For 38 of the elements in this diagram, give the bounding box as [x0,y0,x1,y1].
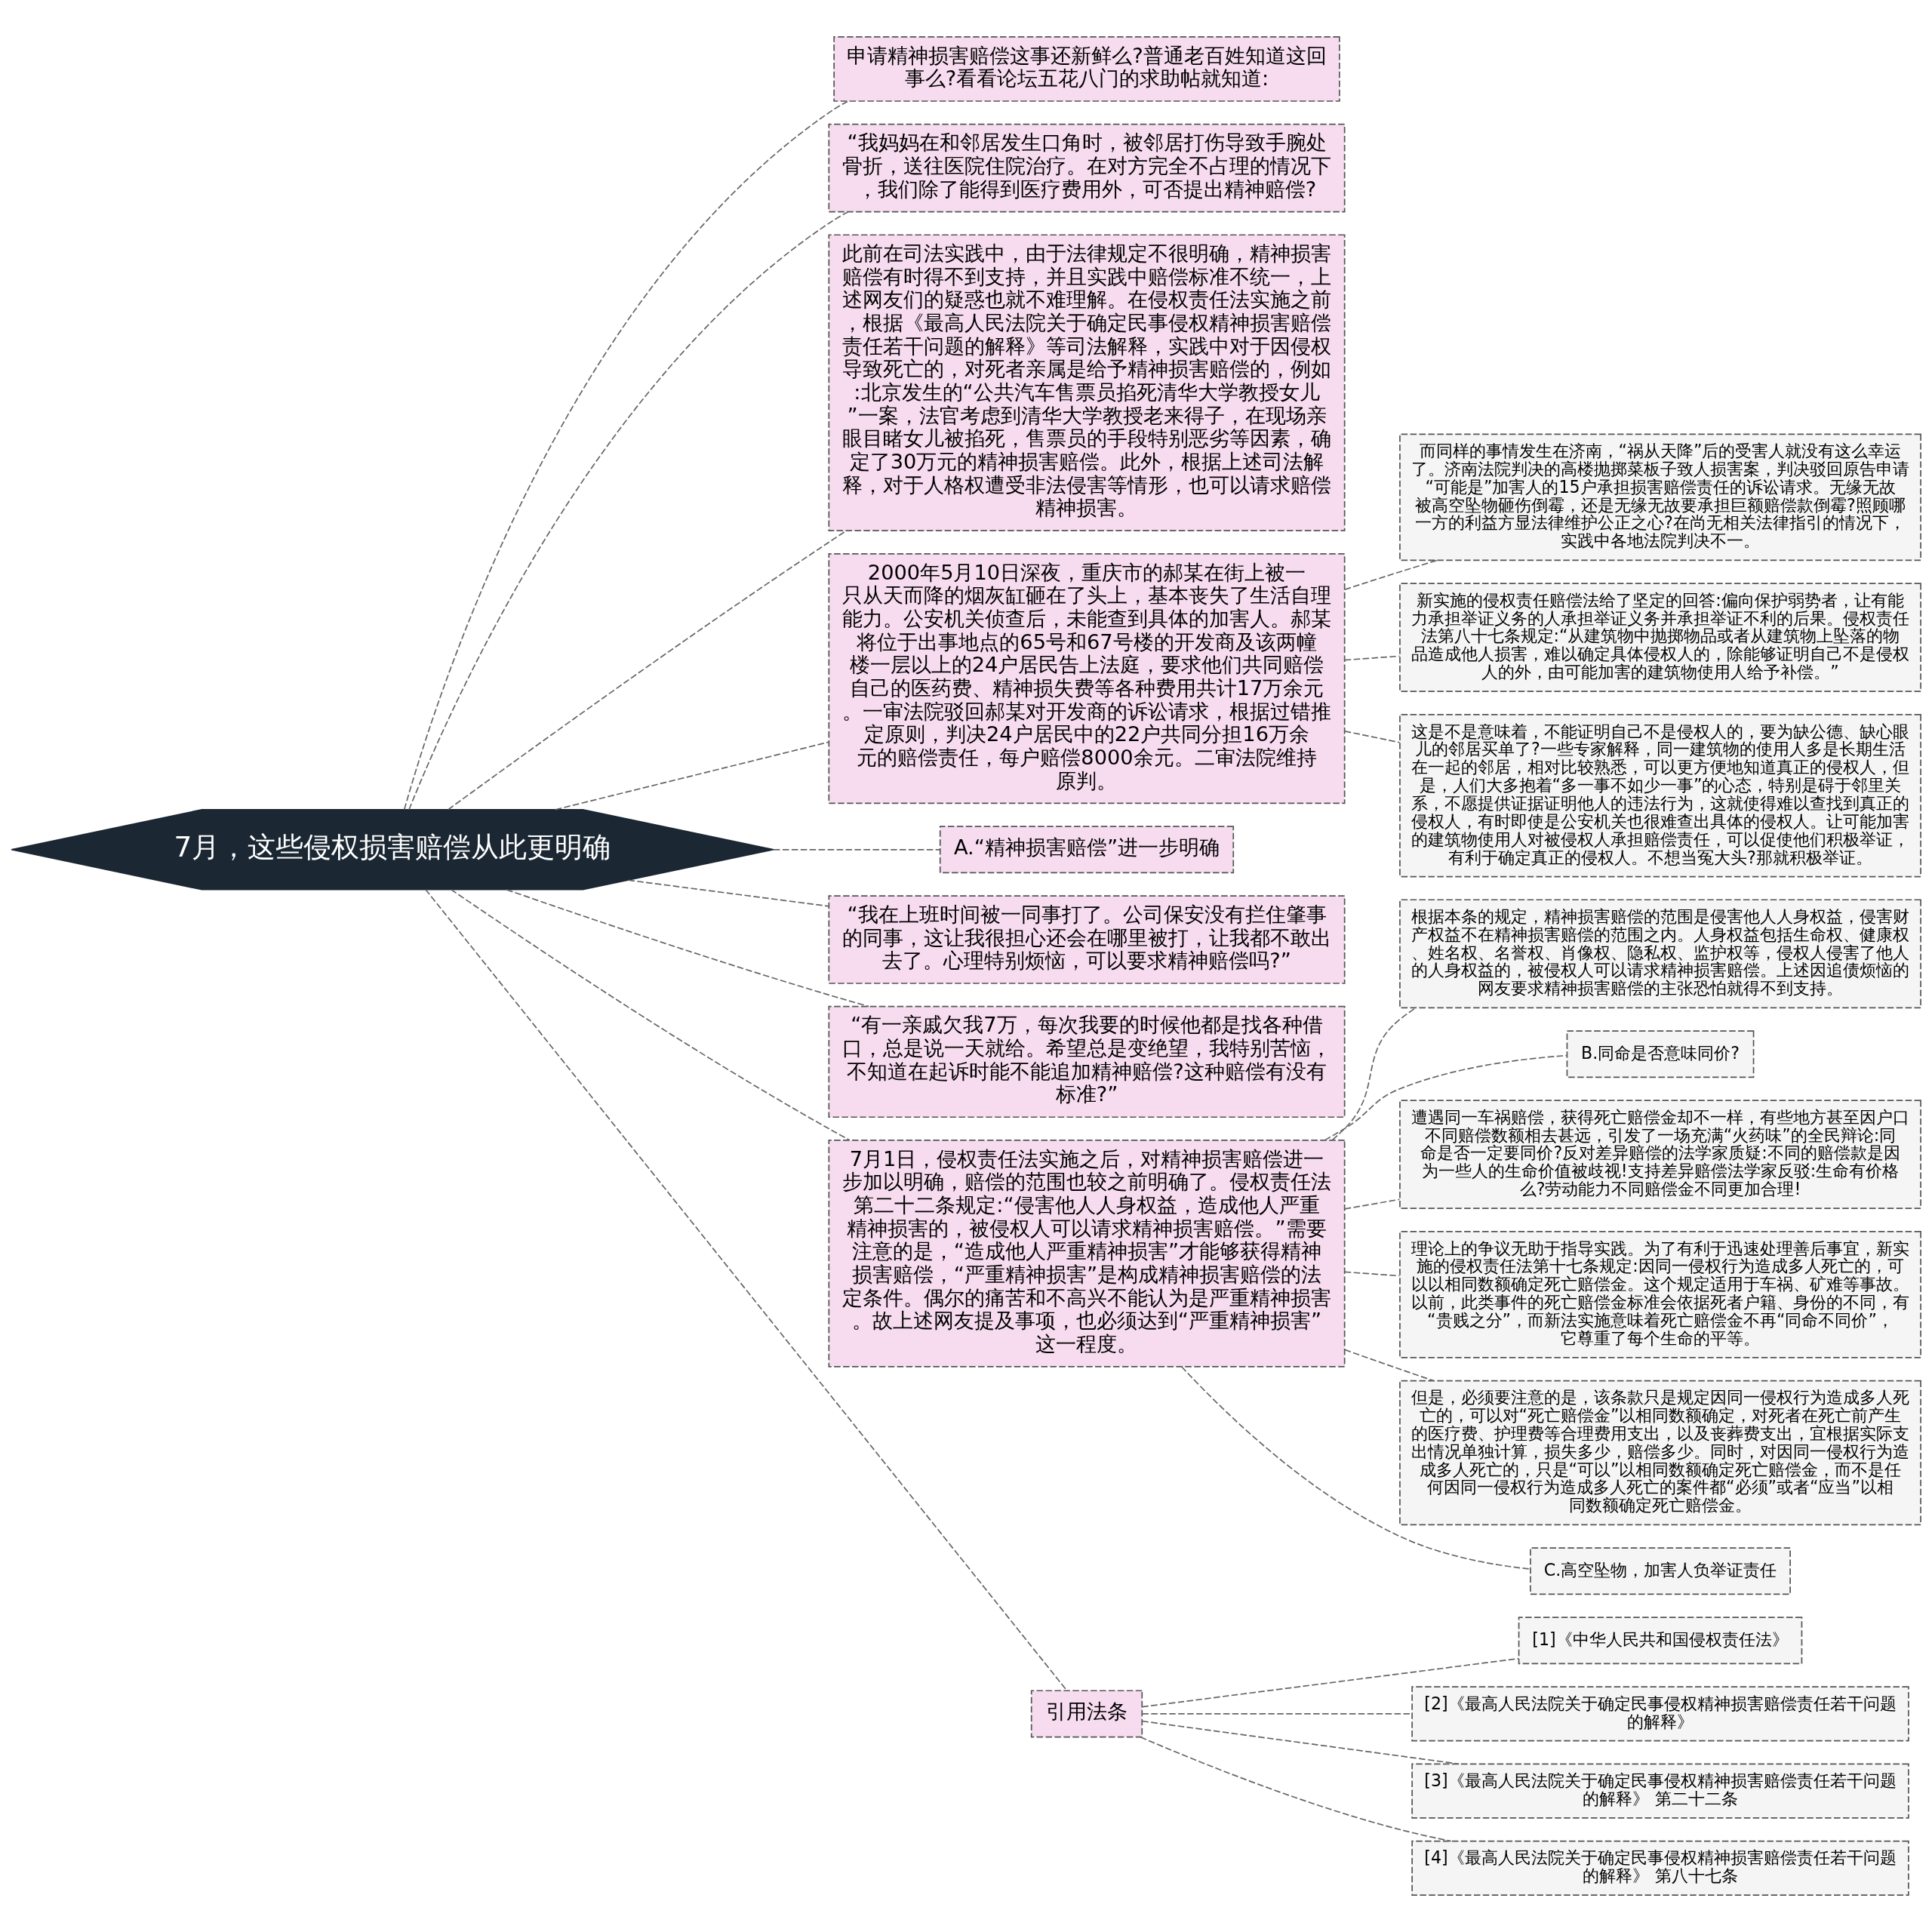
connector [555,741,829,811]
connector [1343,655,1401,661]
node-box: 而同样的事情发生在济南，“祸从天降”后的受害人就没有这么幸运了。济南法院判决的高楼抛掷菜板子致人损害案，判决驳回原告申请“可能是”加害人的15户承担损害赔偿责任的诉讼请求。无缘无故被高空坠物砸伤倒霉，还是无缘无故要承担巨额赔偿款倒霉?照顾哪一方的利益方显法律维护公正之心?在尚无相关法律指引的情况下，实践中各地法院判决不一。 [1399,433,1921,561]
connector [627,879,829,907]
node-box: [1]《中华人民共和国侵权责任法》 [1518,1617,1803,1665]
connector [1141,1720,1460,1765]
node-box: 理论上的争议无助于指导实践。为了有利于迅速处理善后事宜，新实施的侵权责任法第十七条规定:因同一侵权行为造成多人死亡的，可以以相同数额确定死亡赔偿金。这个规定适用于车祸、矿难等事故。以前，此类事件的死亡赔偿金标准会依据死者户籍、身份的不同，有“贵贱之分”，而新法实施意味着死亡赔偿金不再“同命不同价”，它尊重了每个生命的平等。 [1399,1231,1921,1358]
connector [1343,1271,1401,1277]
connector [425,888,1068,1691]
connector [1331,1007,1417,1141]
node-box: 引用法条 [1030,1690,1143,1738]
node-box: 这是不是意味着，不能证明自己不是侵权人的，要为缺公德、缺心眼儿的邻居买单了?一些专家解释，同一建筑物的使用人多是长期生活在一起的邻居，相对比较熟悉，可以更方便地知道真正的侵权人，但是，人们大多抱着“多一事不如少一事”的心态，特别是碍于邻里关系，不愿提供证据证明他人的违法行为，这就使得难以查找到真正的侵权人，有时即使是公安机关也很难查出具体的侵权人。让可能加害的建筑物使用人对被侵权人承担赔偿责任，可以促使他们积极举证，有利于确定真正的侵权人。不想当冤大头?那就积极举证。 [1399,714,1921,878]
node-box: 申请精神损害赔偿这事还新鲜么?普通老百姓知道这回事么?看看论坛五花八门的求助帖就知道: [833,35,1340,102]
connector [403,100,848,811]
node-box: 2000年5月10日深夜，重庆市的郝某在街上被一只从天而降的烟灰缸砸在了头上，基本丧失了生活自理能力。公安机关侦查后，未能查到具体的加害人。郝某将位于出事地点的65号和67号楼的开发商及该两幢楼一层以上的24户居民告上法庭，要求他们共同赔偿自己的医药费、精神损失费等各种费用共计17万余元。一审法院驳回郝某对开发商的诉讼请求，根据过错推定原则，判决24户居民中的22户共同分担16万余元的赔偿责任，每户赔偿8000余元。二审法院维持原判。 [828,553,1346,804]
node-box: A.“精神损害赔偿”进一步明确 [939,826,1235,874]
connector [1180,1366,1531,1570]
node-box: [2]《最高人民法院关于确定民事侵权精神损害赔偿责任若干问题的解释》 [1411,1686,1909,1742]
node-box: C.高空坠物，加害人负举证责任 [1530,1547,1791,1595]
connector [450,888,851,1141]
node-box: 此前在司法实践中，由于法律规定不很明确，精神损害赔偿有时得不到支持，并且实践中赔偿标准不统一，上述网友们的疑惑也就不难理解。在侵权责任法实施之前，根据《最高人民法院关于确定民事侵权精神损害赔偿责任若干问题的解释》等司法解释，实践中对于因侵权导致死亡的，对死者亲属是给予精神损害赔偿的，例如:北京发生的“公共汽车售票员掐死清华大学教授女儿”一案，法官考虑到清华大学教授老来得子，在现场亲眼目睹女儿被掐死，售票员的手段特别恶劣等因素，确定了30万元的精神损害赔偿。此外，根据上述司法解释，对于人格权遭受非法侵害等情形，也可以请求赔偿精神损害。 [828,234,1346,532]
node-box: 新实施的侵权责任赔偿法给了坚定的回答:偏向保护弱势者，让有能力承担举证义务的人承担举证义务并承担举证不利的后果。侵权责任法第八十七条规定:“从建筑物中抛掷物品或者从建筑物上坠落的物品造成他人损害，难以确定具体侵权人的，除能够证明自己不是侵权人的外，由可能加害的建筑物使用人给予补偿。” [1399,583,1921,693]
connector [408,211,849,811]
connector [1343,731,1401,743]
connector [1141,1657,1519,1708]
node-box: “有一亲戚欠我7万，每次我要的时候他都是找各种借口，总是说一天就给。希望总是变绝望，我特别苦恼，不知道在起诉时能不能追加精神赔偿?这种赔偿有没有标准?” [828,1005,1346,1118]
node-box: B.同命是否意味同价? [1566,1030,1755,1078]
connector [1343,1198,1401,1210]
node-box: [3]《最高人民法院关于确定民事侵权精神损害赔偿责任若干问题的解释》 第二十二条 [1411,1763,1909,1819]
connector [773,848,941,851]
node-box: [4]《最高人民法院关于确定民事侵权精神损害赔偿责任若干问题的解释》 第八十七条 [1411,1840,1909,1897]
node-box: “我妈妈在和邻居发生口角时，被邻居打伤导致手腕处骨折，送往医院住院治疗。在对方完全不占理的情况下，我们除了能得到医疗费用外，可否提出精神赔偿? [828,123,1346,213]
node-box: 根据本条的规定，精神损害赔偿的范围是侵害他人人身权益，侵害财产权益不在精神损害赔偿的范围之内。人身权益包括生命权、健康权、姓名权、名誉权、肖像权、隐私权、监护权等，侵权人侵害了他人的人身权益的，被侵权人可以请求精神损害赔偿。上述因追债烦恼的网友要求精神损害赔偿的主张恐怕就得不到支持。 [1399,899,1921,1009]
connector [1324,1054,1568,1141]
node-box: 7月1日，侵权责任法实施之后，对精神损害赔偿进一步加以明确，赔偿的范围也较之前明确了。侵权责任法第二十二条规定:“侵害他人人身权益，造成他人严重精神损害的，被侵权人可以请求精神损害赔偿。”需要注意的是，“造成他人严重精神损害”才能够获得精神损害赔偿，“严重精神损害”是构成精神损害赔偿的法定条件。偶尔的痛苦和不高兴不能认为是严重精神损害。故上述网友提及事项，也必须达到“严重精神损害”这一程度。 [828,1140,1346,1367]
node-box: 但是，必须要注意的是，该条款只是规定因同一侵权行为造成多人死亡的，可以对“死亡赔偿金”以相同数额确定，对死者在死亡前产生的医疗费、护理费等合理费用支出，以及丧葬费支出，宜根据实际支出情况单独计算，损失多少，赔偿多少。同时，对因同一侵权行为造成多人死亡的，只是“可以”以相同数额确定死亡赔偿金，而不是任何因同一侵权行为造成多人死亡的案件都“必须”或者“应当”以相同数额确定死亡赔偿金。 [1399,1380,1921,1526]
node-box: 遭遇同一车祸赔偿，获得死亡赔偿金却不一样，有些地方甚至因户口不同赔偿数额相去甚远，引发了一场充满“火药味”的全民辩论:同命是否一定要同价?反对差异赔偿的法学家质疑:不同的赔偿款是因为一些人的生命价值被歧视!支持差异赔偿法学家反驳:生命有价格么?劳动能力不同赔偿金不同更加合理! [1399,1100,1921,1210]
node-box: “我在上班时间被一同事打了。公司保安没有拦住肇事的同事，这让我很担心还会在哪里被打，让我都不敢出去了。心理特别烦恼，可以要求精神赔偿吗?” [828,895,1346,984]
